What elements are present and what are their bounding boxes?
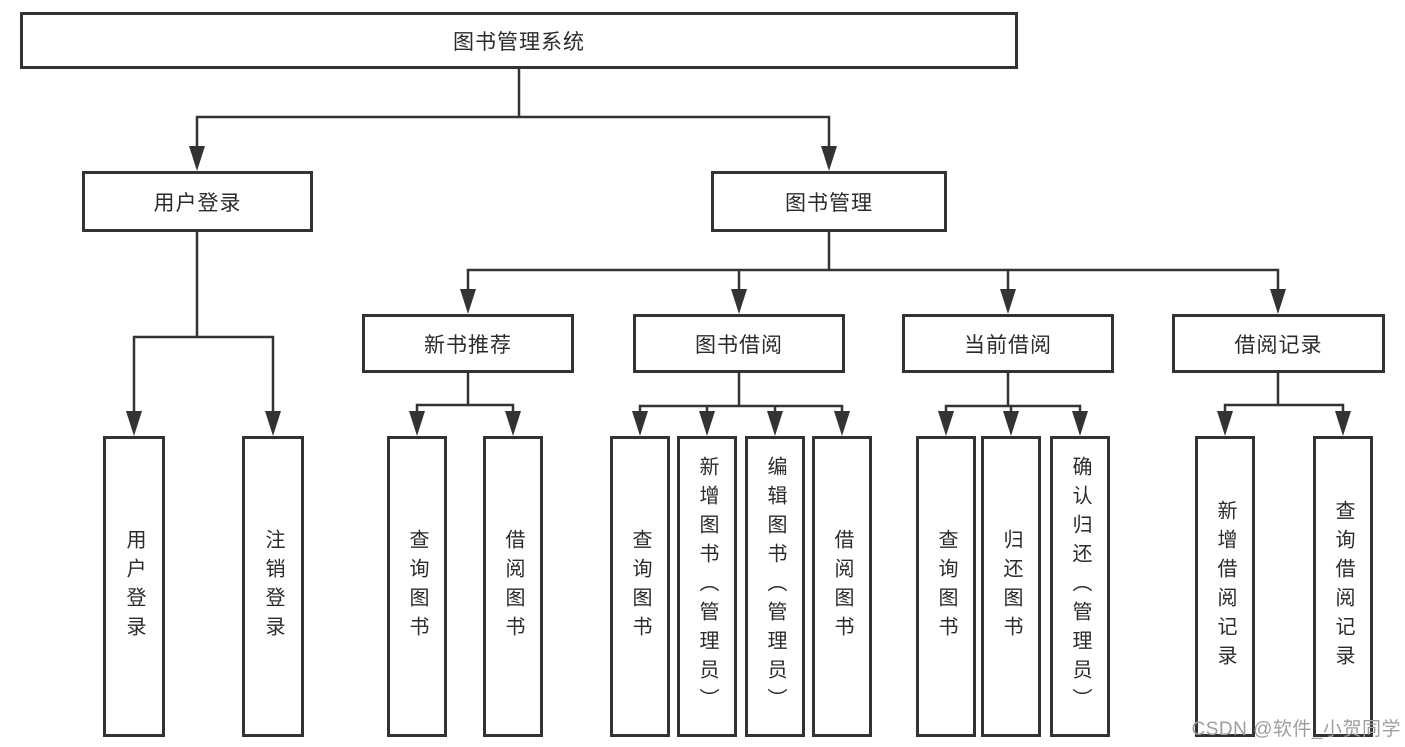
leaf-label: 查询图书 bbox=[935, 528, 957, 645]
leaf-label: 注销登录 bbox=[262, 528, 284, 645]
leaf-add-borrow-record: 新增借阅记录 bbox=[1195, 436, 1255, 737]
node-user-login-branch: 用户登录 bbox=[82, 171, 313, 232]
node-book-borrowing: 图书借阅 bbox=[633, 314, 845, 373]
leaf-label: 借阅图书 bbox=[502, 528, 524, 645]
node-book-management-branch: 图书管理 bbox=[711, 171, 947, 232]
node-new-book-recommendation: 新书推荐 bbox=[362, 314, 574, 373]
leaf-label: 新增图书（管理员） bbox=[696, 456, 718, 717]
leaf-label: 查询图书 bbox=[629, 528, 651, 645]
leaf-edit-books-admin: 编辑图书（管理员） bbox=[745, 436, 805, 737]
leaf-label: 查询借阅记录 bbox=[1332, 499, 1354, 674]
node-current-borrowing: 当前借阅 bbox=[902, 314, 1114, 373]
node-label: 图书管理系统 bbox=[453, 30, 585, 54]
leaf-query-borrow-record: 查询借阅记录 bbox=[1313, 436, 1373, 737]
leaf-query-books-borrow: 查询图书 bbox=[610, 436, 670, 737]
leaf-query-books-current: 查询图书 bbox=[916, 436, 976, 737]
leaf-query-books-recommend: 查询图书 bbox=[387, 436, 447, 737]
leaf-user-login: 用户登录 bbox=[103, 436, 165, 737]
leaf-label: 新增借阅记录 bbox=[1214, 499, 1236, 674]
node-label: 借阅记录 bbox=[1234, 333, 1323, 357]
node-label: 图书管理 bbox=[785, 191, 873, 215]
leaf-label: 查询图书 bbox=[406, 528, 428, 645]
leaf-confirm-return-admin: 确认归还（管理员） bbox=[1050, 436, 1110, 737]
leaf-logout: 注销登录 bbox=[242, 436, 304, 737]
node-label: 图书借阅 bbox=[695, 333, 783, 357]
leaf-add-books-admin: 新增图书（管理员） bbox=[677, 436, 737, 737]
leaf-label: 编辑图书（管理员） bbox=[764, 456, 786, 717]
node-label: 用户登录 bbox=[153, 191, 242, 215]
node-borrowing-records: 借阅记录 bbox=[1172, 314, 1385, 373]
csdn-watermark: CSDN @软件_小贺同学 bbox=[1191, 719, 1401, 740]
leaf-borrow-books: 借阅图书 bbox=[812, 436, 872, 737]
leaf-label: 用户登录 bbox=[123, 528, 145, 645]
node-label: 新书推荐 bbox=[424, 333, 512, 357]
leaf-label: 借阅图书 bbox=[831, 528, 853, 645]
leaf-label: 确认归还（管理员） bbox=[1069, 456, 1091, 717]
leaf-return-books: 归还图书 bbox=[981, 436, 1041, 737]
node-label: 当前借阅 bbox=[964, 333, 1052, 357]
leaf-borrow-books-recommend: 借阅图书 bbox=[483, 436, 543, 737]
arrowheads bbox=[126, 146, 1351, 436]
leaf-label: 归还图书 bbox=[1000, 528, 1022, 645]
node-root-library-system: 图书管理系统 bbox=[20, 12, 1018, 69]
